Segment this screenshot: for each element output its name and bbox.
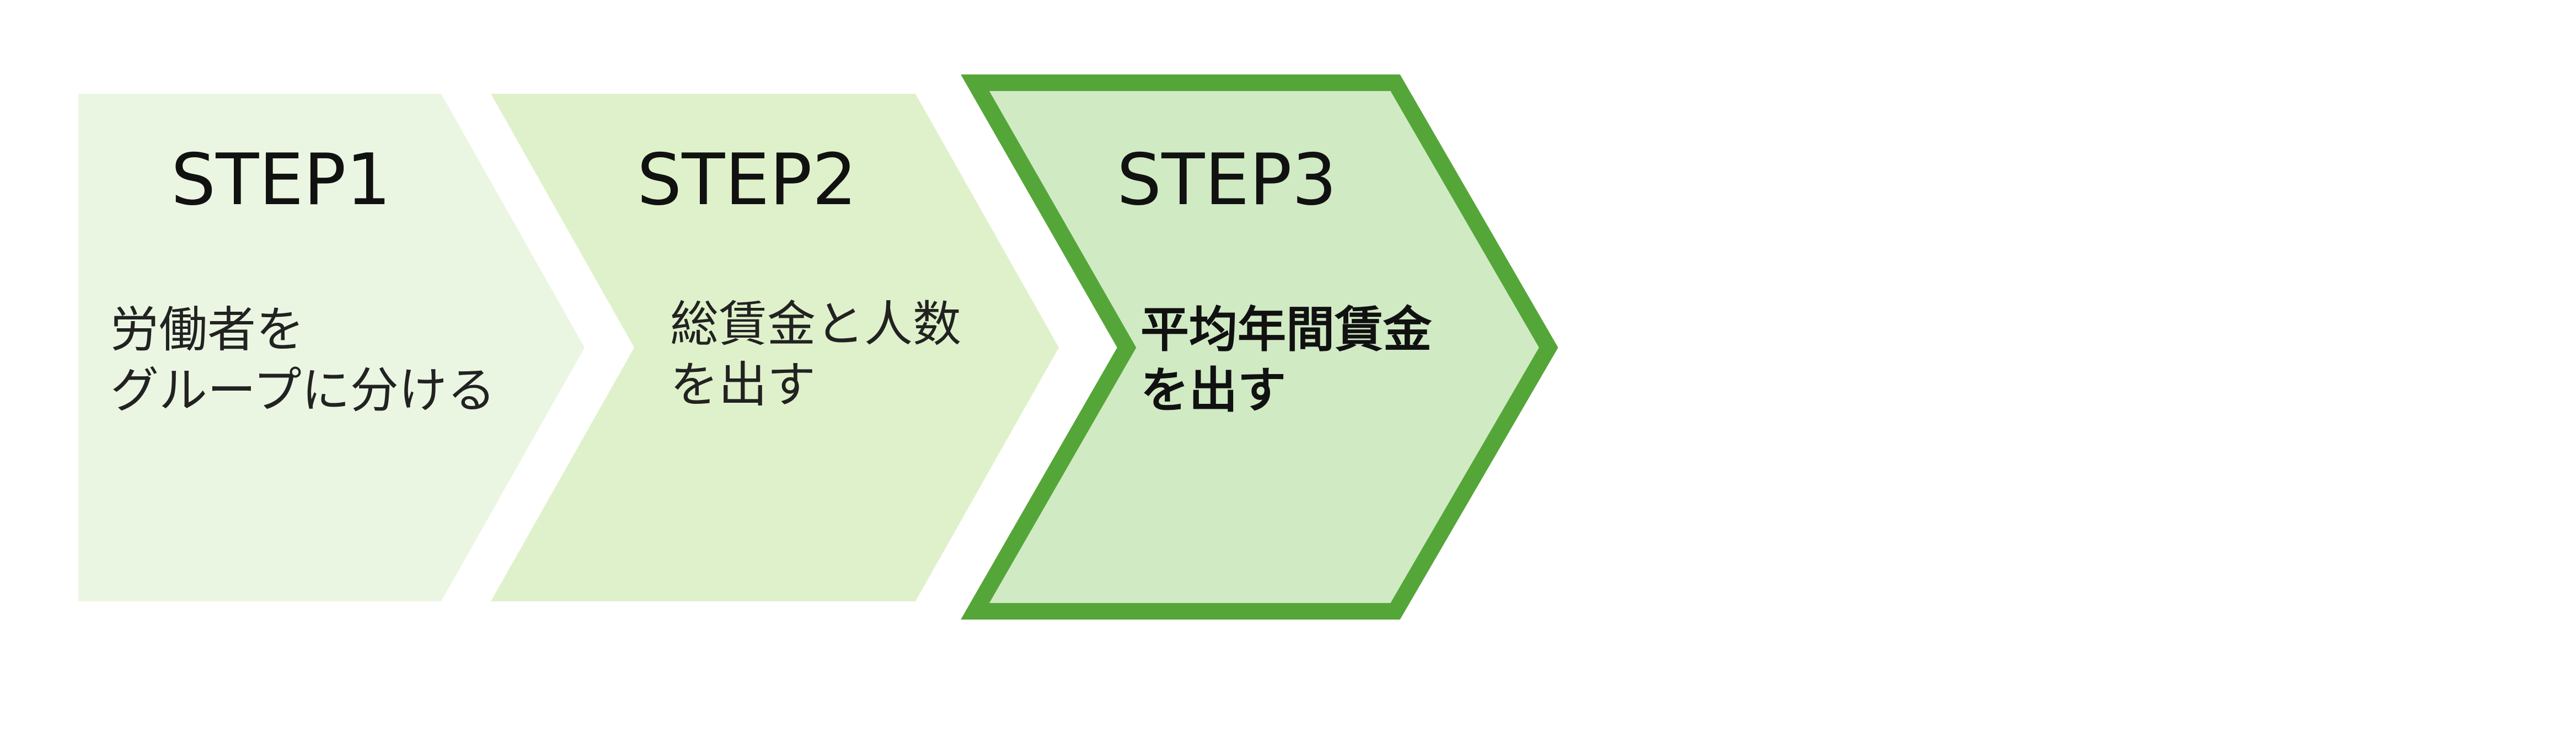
step-3-chevron — [961, 74, 1559, 620]
step-1-desc-line-2: グループに分ける — [110, 362, 496, 419]
step-1-chevron — [78, 94, 585, 601]
step-2-title: STEP2 — [637, 139, 857, 221]
step-2-chevron — [491, 94, 1059, 601]
step-3-title: STEP3 — [1117, 139, 1337, 221]
step-1-title: STEP1 — [171, 139, 391, 221]
step-2: STEP2 総賃金と人数 を出す — [491, 94, 1059, 601]
step-1-desc-line-1: 労働者を — [110, 301, 304, 358]
step-2-desc-line-1: 総賃金と人数 — [670, 296, 961, 353]
step-3: STEP3 平均年間賃金 を出す — [961, 74, 1559, 620]
step-3-desc-line-2: を出す — [1140, 362, 1286, 419]
step-1: STEP1 労働者を グループに分ける — [78, 94, 585, 601]
step-2-desc-line-2: を出す — [670, 356, 816, 413]
step-3-desc-line-1: 平均年間賃金 — [1140, 301, 1432, 358]
